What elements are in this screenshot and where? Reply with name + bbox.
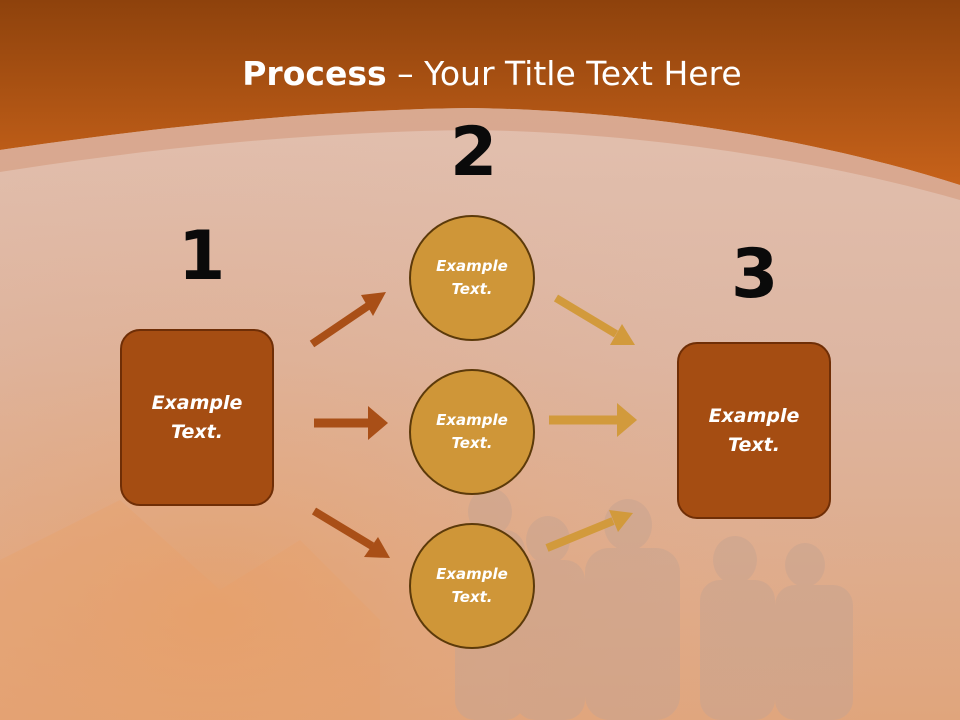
step-number-3: 3 — [731, 235, 779, 314]
step-number-2: 2 — [450, 113, 498, 192]
step-1-label: Example Text. — [151, 391, 243, 443]
circle-middle-label: Example Text. — [436, 411, 508, 452]
circle-top-label: Example Text. — [436, 257, 508, 298]
circle-top[interactable]: Example Text. — [409, 215, 535, 341]
step-1-box[interactable]: Example Text. — [120, 329, 274, 506]
circle-middle[interactable]: Example Text. — [409, 369, 535, 495]
fire-glow-shapes — [0, 500, 380, 720]
step-number-1: 1 — [178, 217, 226, 296]
page-title: Process – Your Title Text Here — [0, 52, 960, 96]
title-bold: Process — [242, 54, 387, 93]
circle-bottom[interactable]: Example Text. — [409, 523, 535, 649]
firefighter-silhouettes — [455, 488, 853, 720]
step-3-box[interactable]: Example Text. — [677, 342, 831, 519]
circle-bottom-label: Example Text. — [436, 565, 508, 606]
step-3-label: Example Text. — [708, 404, 800, 456]
title-rest: – Your Title Text Here — [386, 54, 742, 93]
